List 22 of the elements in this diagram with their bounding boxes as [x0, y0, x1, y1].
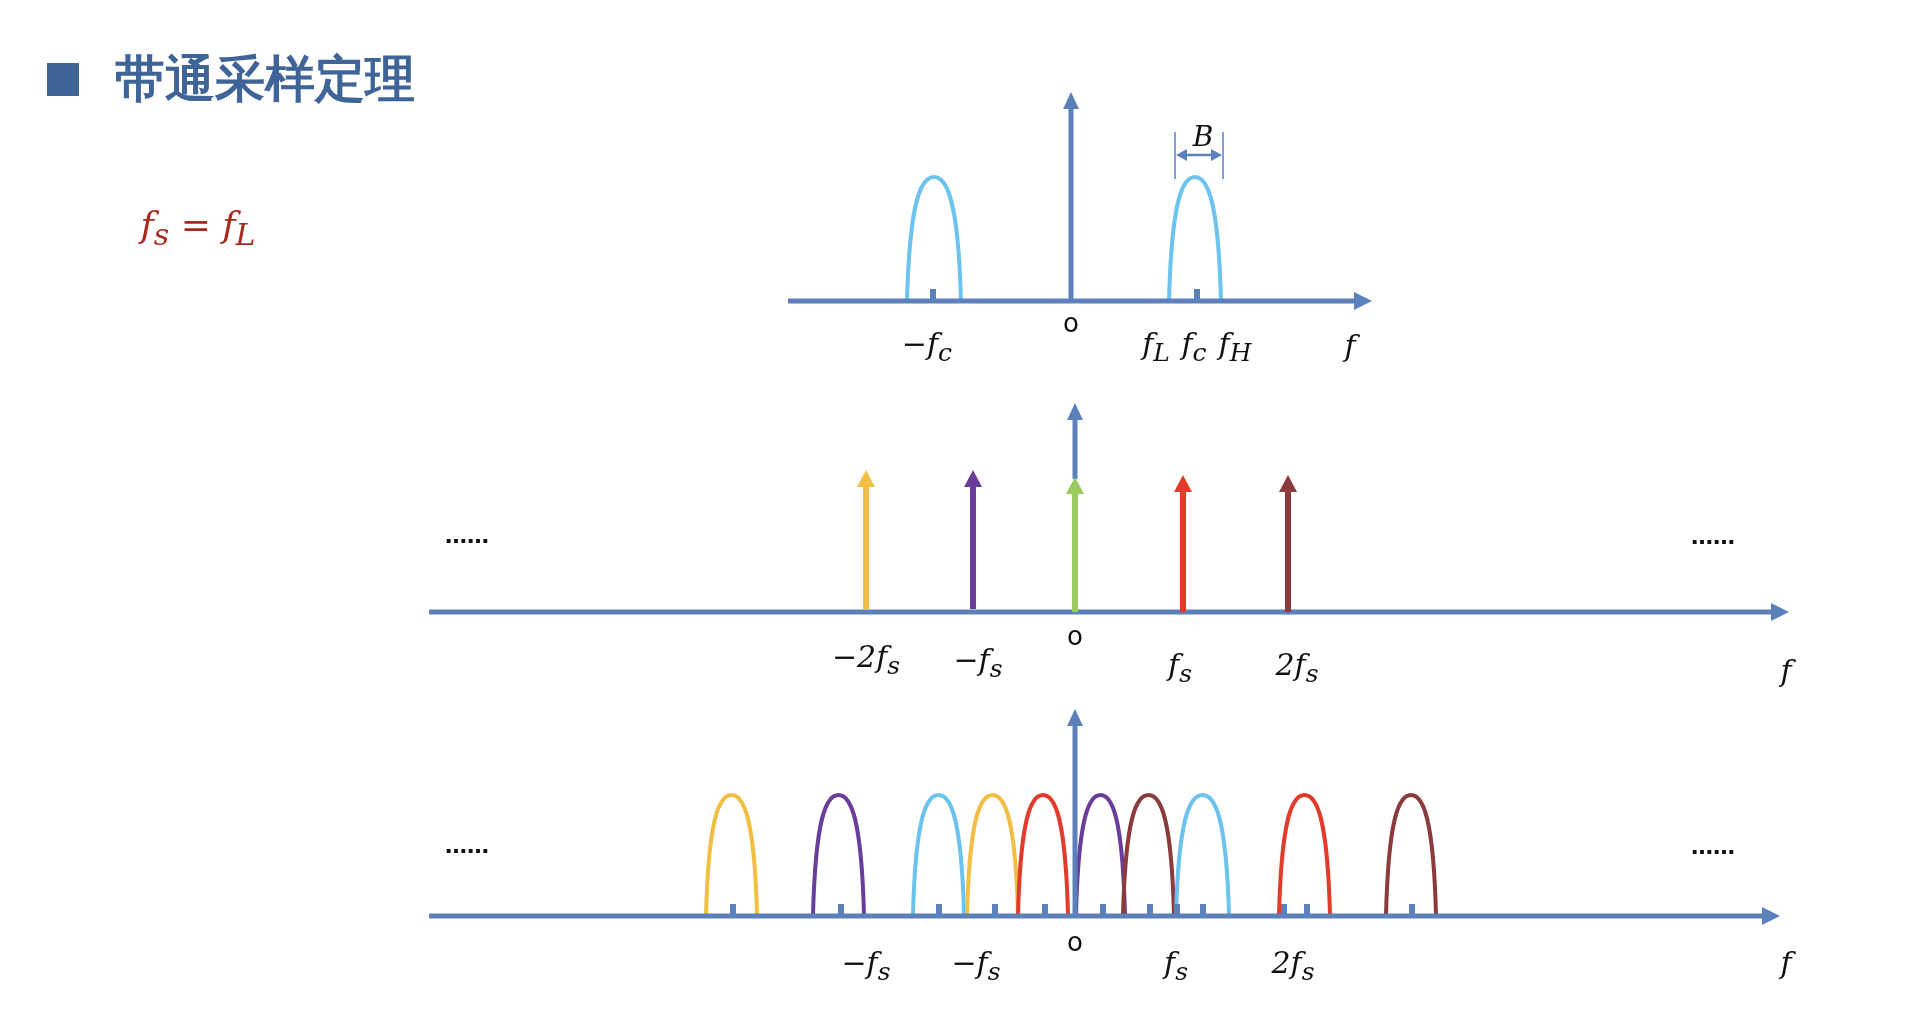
ellipsis: …… [445, 833, 489, 859]
tick-label: −f$_{s}$ [953, 643, 1003, 683]
tick-label: 2f$_{s}$ [1275, 648, 1319, 688]
origin-label: o [1063, 308, 1079, 338]
tick-label: −2f$_{s}$ [831, 640, 901, 680]
ellipsis: …… [445, 523, 489, 549]
slide-title: 带通采样定理 [115, 52, 415, 107]
tick-label: −f$_{s}$ [841, 946, 891, 986]
tick-label: f$_{H}$ [1218, 327, 1252, 367]
tick-label: f$_{s}$ [1164, 946, 1188, 986]
tick-label: f$_{s}$ [1168, 648, 1192, 688]
formula: f$_{s}$ = f$_{L}$ [140, 204, 256, 252]
tick-label: −f$_{s}$ [951, 946, 1001, 986]
origin-label: o [1067, 927, 1083, 957]
tick-label: f$_{c}$ [1181, 327, 1207, 367]
ellipsis: …… [1691, 834, 1735, 860]
tick-label: f$_{L}$ [1142, 327, 1170, 367]
bandwidth-label: B [1192, 121, 1214, 153]
tick-label: 2f$_{s}$ [1271, 946, 1315, 986]
ellipsis: …… [1691, 524, 1735, 550]
origin-label: o [1067, 621, 1083, 651]
tick-label: −f$_{c}$ [901, 327, 953, 367]
